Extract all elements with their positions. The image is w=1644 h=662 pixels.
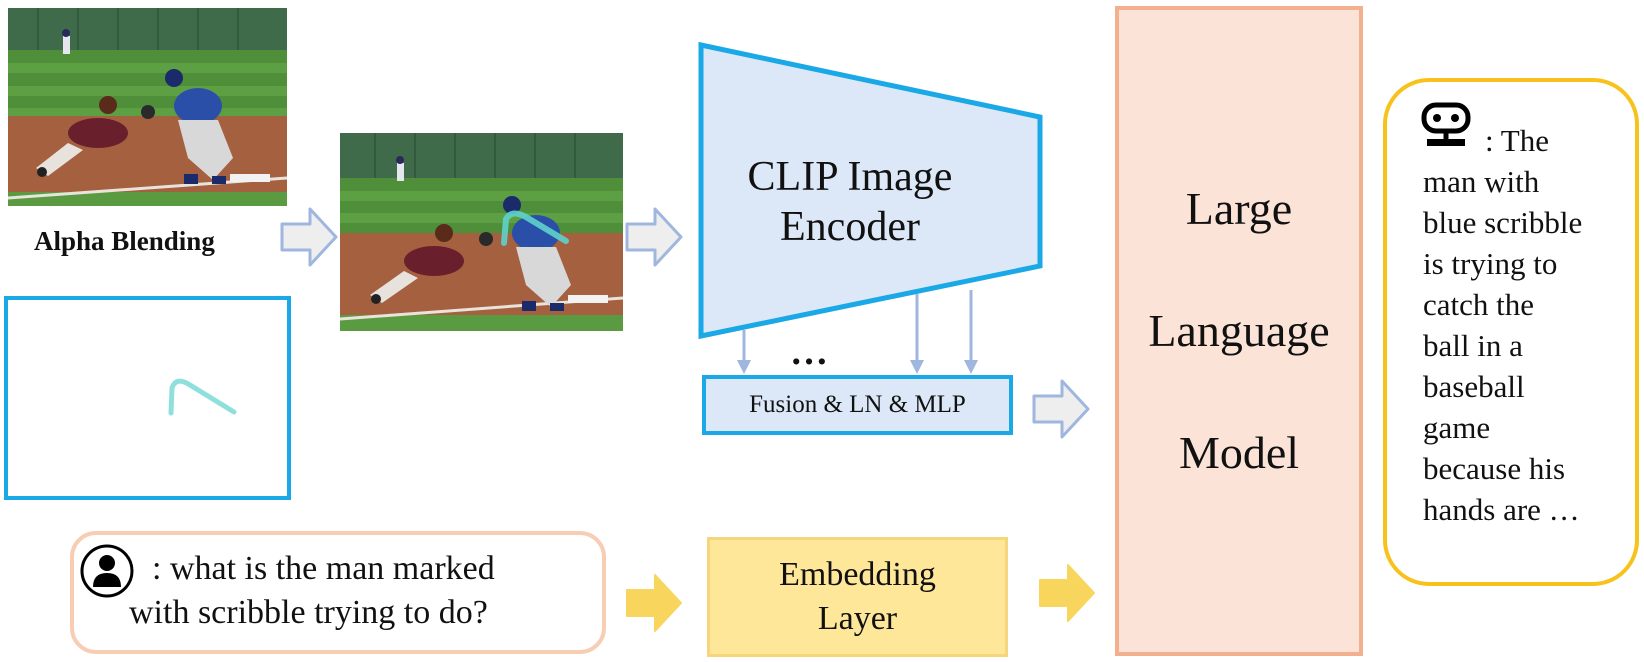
llm-line1: Large [1185,183,1293,234]
arrow-to-blended-icon [280,207,338,267]
arrow-question-to-embedding-icon [626,574,682,632]
answer-line: because his [1423,451,1566,486]
answer-line: ball in a [1423,328,1523,363]
blended-photo [340,133,623,331]
llm-line3: Model [1178,427,1300,478]
scribble-canvas [4,296,291,500]
robot-icon [1421,102,1471,146]
answer-line: is trying to [1423,246,1558,281]
answer-line: catch the [1423,287,1535,322]
embedding-line2: Layer [817,600,898,637]
embedding-layer-box: Embedding Layer [707,537,1008,657]
clip-encoder-line1: CLIP Image [747,154,953,200]
answer-line: blue scribble [1423,205,1583,240]
arrow-embedding-to-llm-icon [1039,564,1095,622]
user-icon [80,544,134,598]
layer-feature-arrows-icon [737,290,978,374]
arrow-to-clip-icon [625,207,683,267]
scribble-stroke [168,378,237,416]
question-line2: with scribble trying to do? [129,594,488,631]
arrow-fusion-to-llm-icon [1032,379,1090,439]
answer-first-text: : The [1485,123,1549,158]
clip-encoder-line2: Encoder [780,204,920,250]
answer-line: hands are … [1423,492,1580,527]
answer-line: game [1423,410,1491,445]
more-layers-dots: … [790,331,836,373]
answer-bubble: : The man with blue scribble is trying t… [1383,78,1639,586]
llm-line2: Language [1148,305,1330,356]
clip-encoder-label: CLIP Image Encoder [695,152,1005,252]
original-photo [8,8,287,206]
alpha-blending-label: Alpha Blending [34,226,215,256]
answer-line: baseball [1423,369,1525,404]
answer-first-line: : The [1421,102,1625,161]
fusion-ln-mlp-box: Fusion & LN & MLP [702,375,1013,435]
question-line1: : what is the man marked [152,550,495,587]
clip-image-encoder: CLIP Image Encoder [695,40,1045,340]
embedding-line1: Embedding [779,556,936,593]
large-language-model-box: Large Language Model [1115,6,1363,656]
blended-scribble-stroke [501,210,569,246]
answer-line: man with [1423,164,1540,199]
question-bubble: : what is the man marked with scribble t… [70,531,606,654]
